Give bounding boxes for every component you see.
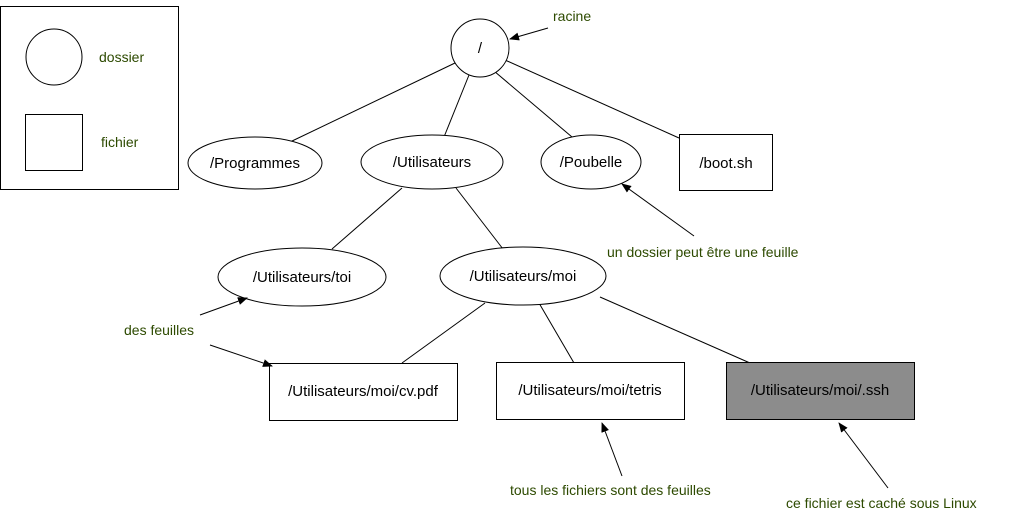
node-moi xyxy=(439,246,607,306)
annotation-files-leaves: tous les fichiers sont des feuilles xyxy=(510,482,711,498)
arrow-racine xyxy=(509,27,549,41)
node-cv-label: /Utilisateurs/moi/cv.pdf xyxy=(288,383,439,400)
node-poubelle xyxy=(540,134,642,190)
annotation-leaves: des feuilles xyxy=(124,322,194,338)
node-root-label: / xyxy=(478,40,483,57)
node-poubelle-label: /Poubelle xyxy=(560,154,623,171)
annotation-racine: racine xyxy=(553,8,591,24)
node-tetris xyxy=(496,362,685,420)
node-programmes xyxy=(187,136,323,190)
arrow-files-leaves xyxy=(601,422,623,477)
node-boot xyxy=(679,134,773,191)
edge-utilisateurs-toi xyxy=(331,187,403,250)
arrow-leaves-cv xyxy=(209,344,273,367)
node-moi-label: /Utilisateurs/moi xyxy=(470,268,577,285)
annotation-arrows xyxy=(199,27,889,489)
node-tetris-label: /Utilisateurs/moi/tetris xyxy=(518,382,661,399)
legend-file-label: fichier xyxy=(101,134,139,150)
edge-moi-ssh xyxy=(599,296,751,364)
arrow-leaves-toi xyxy=(199,297,248,316)
node-boot-label: /boot.sh xyxy=(699,155,752,172)
node-utilisateurs-label: /Utilisateurs xyxy=(393,154,471,171)
legend-file-icon xyxy=(25,114,83,171)
edge-utilisateurs-moi xyxy=(455,187,504,250)
node-programmes-label: /Programmes xyxy=(210,155,300,172)
annotation-leaf-folder: un dossier peut être une feuille xyxy=(607,244,799,260)
edge-root-programmes xyxy=(289,62,456,143)
tree-edges xyxy=(289,59,751,364)
node-ssh xyxy=(726,362,915,420)
arrow-leaf-folder xyxy=(621,183,695,237)
legend-folder-icon xyxy=(25,28,83,86)
node-cv xyxy=(269,363,458,421)
edge-root-poubelle xyxy=(493,70,573,138)
edge-moi-cv xyxy=(401,302,486,364)
node-toi-label: /Utilisateurs/toi xyxy=(253,269,351,286)
node-root xyxy=(450,18,510,78)
node-ssh-label: /Utilisateurs/moi/.ssh xyxy=(751,382,889,399)
arrow-hidden xyxy=(838,422,889,489)
node-toi xyxy=(217,247,387,307)
edge-moi-tetris xyxy=(538,302,575,364)
edge-root-utilisateurs xyxy=(443,74,470,138)
annotation-hidden: ce fichier est caché sous Linux xyxy=(786,495,977,511)
node-utilisateurs xyxy=(360,134,504,190)
edge-root-boot xyxy=(504,59,680,139)
legend-folder-label: dossier xyxy=(99,49,144,65)
